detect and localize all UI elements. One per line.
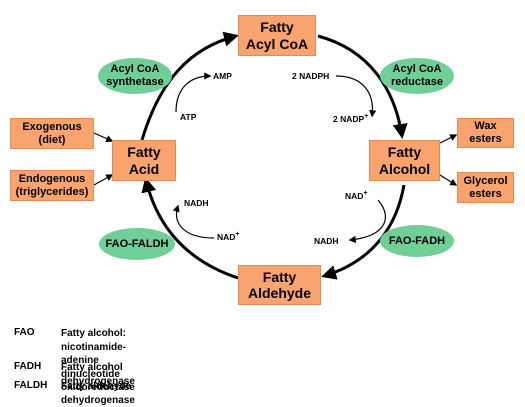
legend-definition: Fatty aldehyde dehydrogenase — [61, 381, 135, 406]
amp-label: AMP — [213, 71, 232, 81]
legend-abbr: FADH — [14, 361, 42, 372]
arc-alcohol-to-aldehyde — [321, 184, 406, 280]
fatty-aldehyde-box: Fatty Aldehyde — [238, 265, 321, 305]
endogenous-box: Endogenous (triglycerides) — [10, 170, 94, 201]
nadph-label: 2 NADPH — [292, 71, 330, 81]
nadp-label: 2 NADP+ — [333, 113, 368, 124]
legend-definition: Fatty alcohol: nicotinamide-adenine dinu… — [61, 328, 135, 393]
nadp-text: 2 NADP — [333, 113, 365, 124]
glycerol-esters-box: Glycerol esters — [457, 172, 514, 203]
nadh-left-label: NADH — [184, 198, 209, 208]
fatty-alcohol-box: Fatty Alcohol — [369, 140, 440, 181]
nad-right-charge: + — [363, 190, 368, 197]
nad-left-charge: + — [235, 231, 240, 238]
legend-definition: Fatty alcohol dehydrogenase — [61, 362, 135, 387]
arrow-exogenous-in — [93, 132, 114, 142]
nad-right-text: NAD — [345, 190, 364, 201]
arrow-to-wax — [439, 134, 458, 144]
arrow-nad-to-nadh-left — [172, 204, 215, 239]
arrow-endogenous-in — [93, 174, 114, 186]
legend-abbr: FALDH — [14, 380, 48, 391]
nad-left-label: NAD+ — [217, 231, 240, 242]
arc-acylcoa-to-alcohol — [317, 34, 408, 139]
fao-faldh-ellipse: FAO-FALDH — [99, 228, 175, 260]
nadp-charge: + — [364, 113, 369, 120]
legend-abbr: FAO — [14, 327, 35, 338]
acyl-coa-synthetase-ellipse: Acyl CoA synthetase — [98, 58, 172, 94]
atp-label: ATP — [180, 112, 197, 122]
nadh-right-label: NADH — [314, 236, 339, 246]
arrow-to-glycerol — [439, 174, 458, 186]
exogenous-box: Exogenous (diet) — [10, 118, 94, 149]
arc-aldehyde-to-acid — [141, 177, 239, 280]
fatty-acyl-coa-box: Fatty Acyl CoA — [238, 15, 316, 56]
wax-esters-box: Wax esters — [457, 118, 514, 148]
arrow-nadph-to-nadp — [335, 75, 377, 118]
arrow-atp-to-amp — [175, 72, 212, 113]
acyl-coa-reductase-ellipse: Acyl CoA reductase — [380, 58, 454, 94]
arc-acid-to-acylcoa — [140, 31, 239, 141]
nad-left-text: NAD — [217, 231, 236, 242]
fatty-acid-box: Fatty Acid — [112, 140, 176, 181]
fao-fadh-ellipse: FAO-FADH — [380, 225, 454, 257]
nad-right-label: NAD+ — [345, 190, 368, 201]
arrow-nad-to-nadh-right — [348, 199, 387, 243]
